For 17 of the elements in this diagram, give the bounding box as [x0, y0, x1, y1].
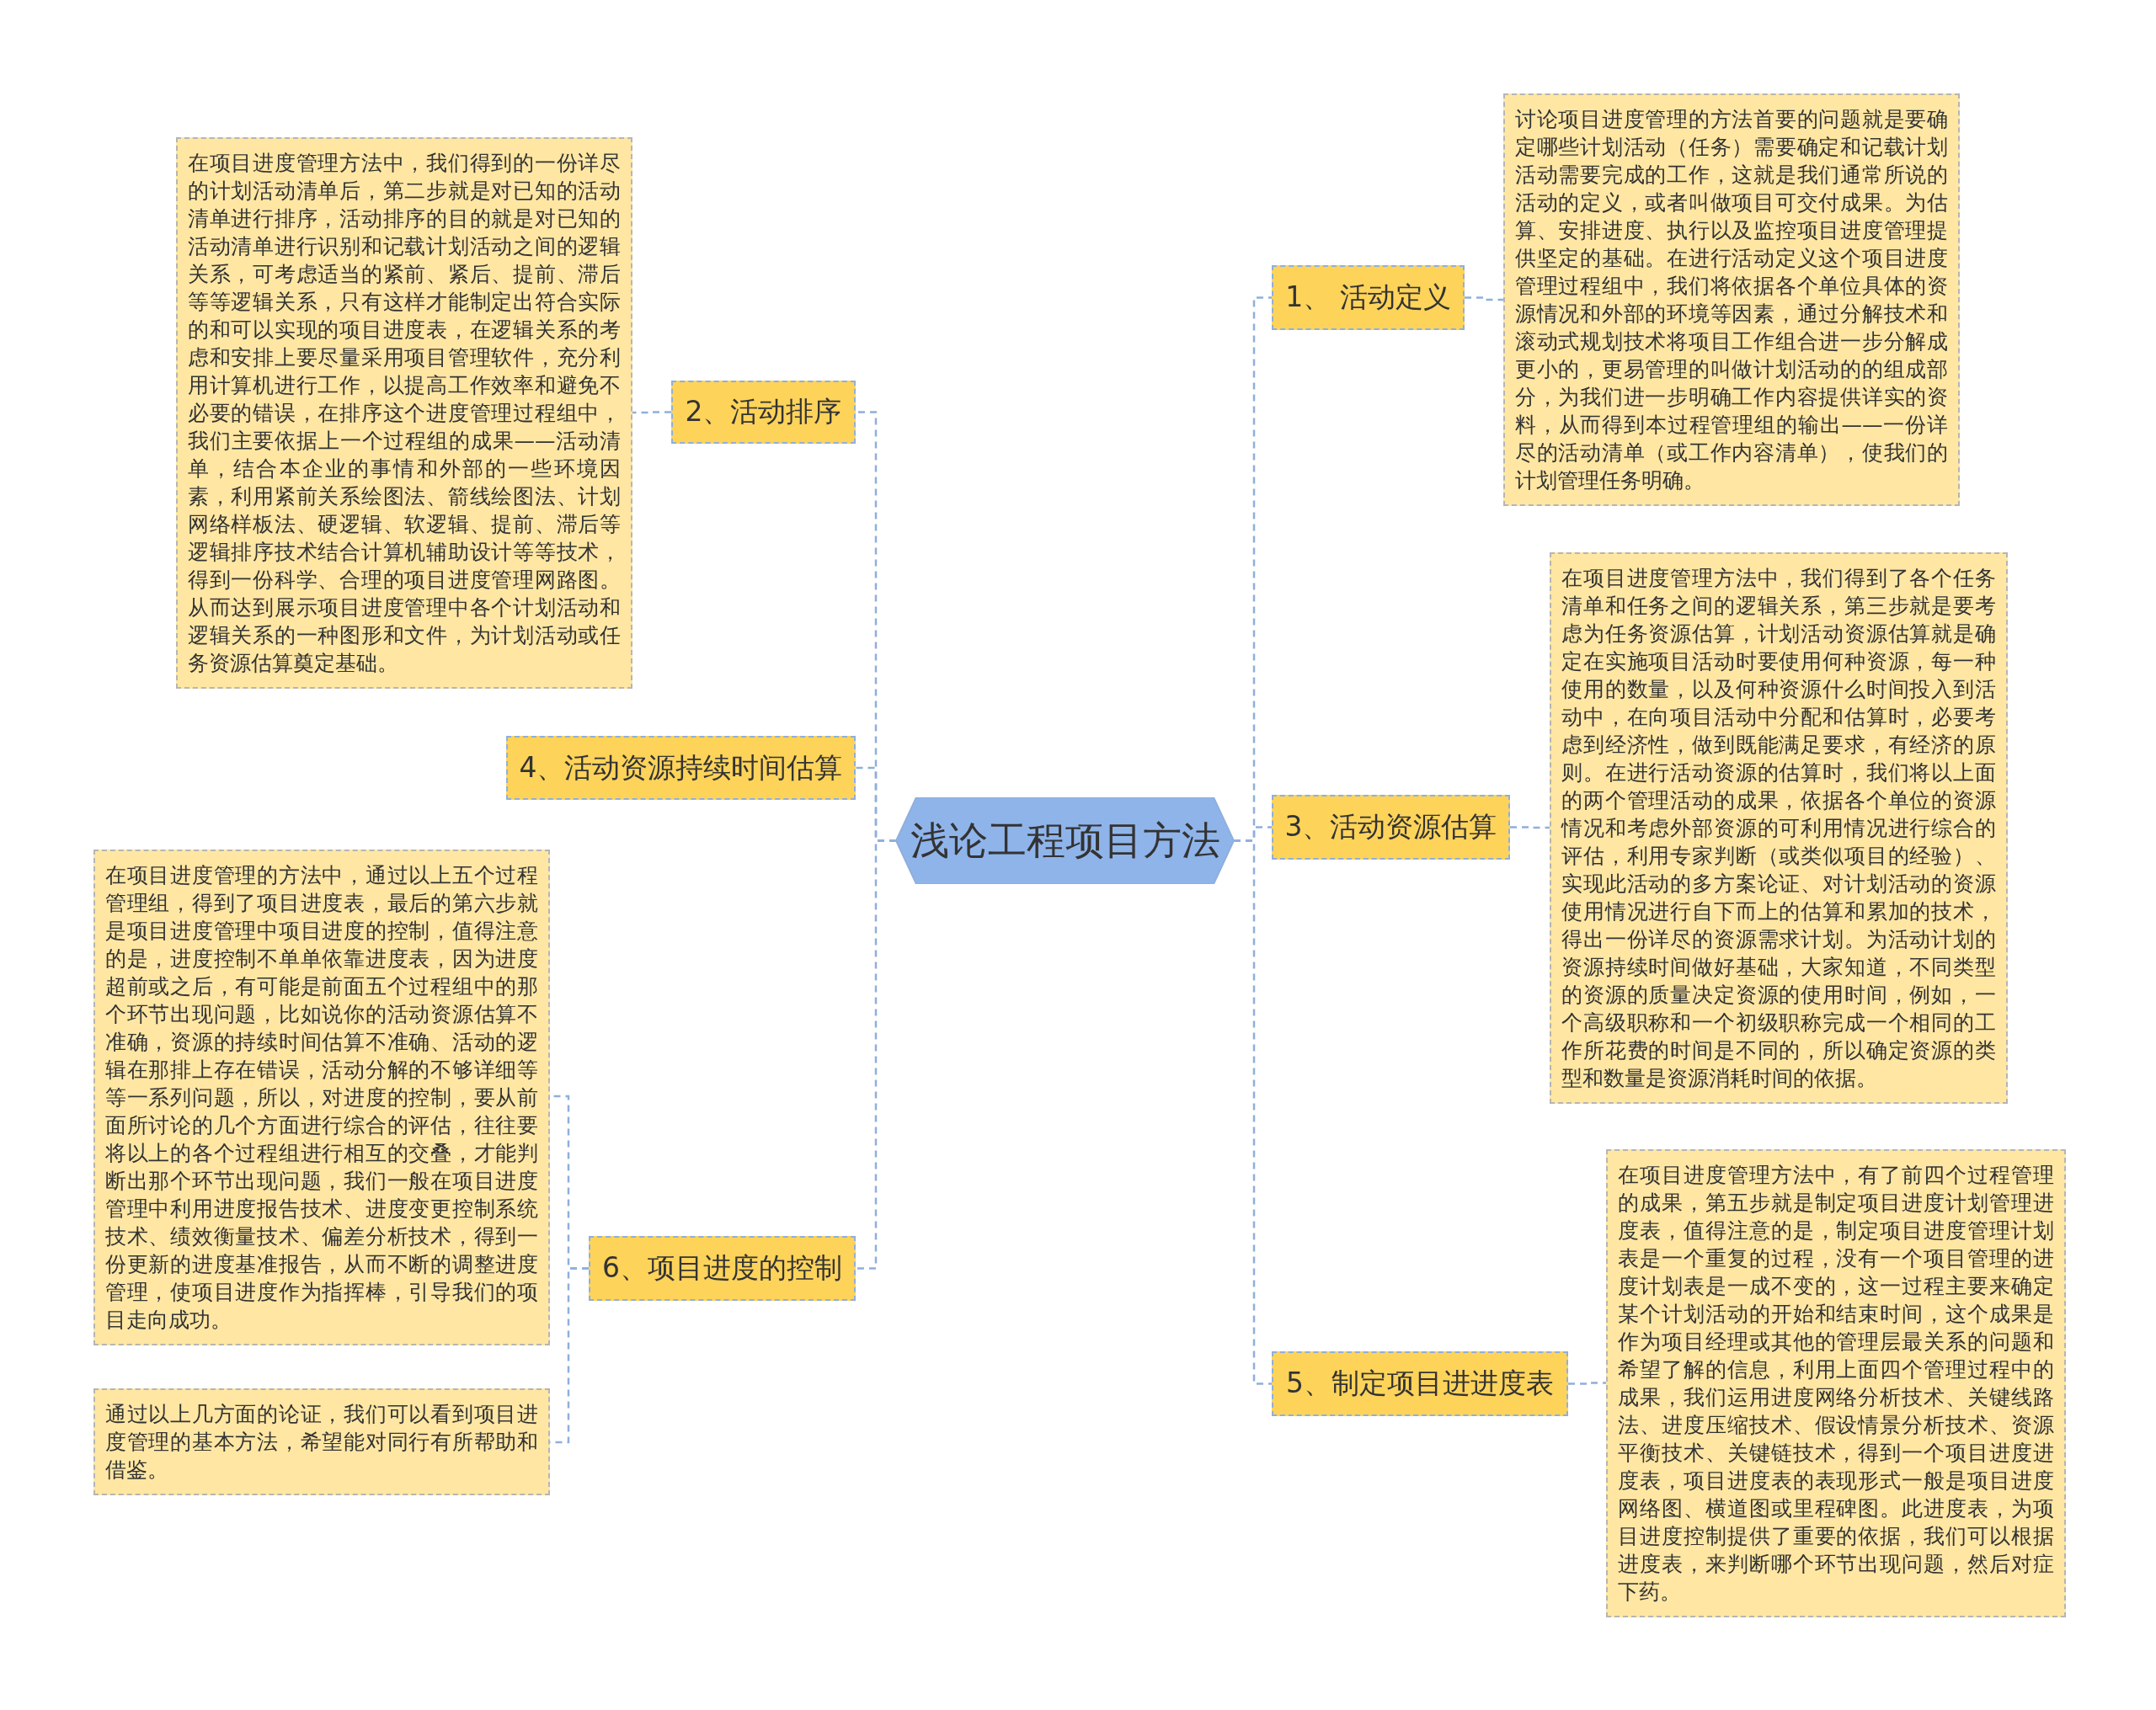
- note-card: 在项目进度管理的方法中，通过以上五个过程管理组，得到了项目进度表，最后的第六步就是项目进度管理中项目进度的控制，值得注意的是，进度控制不单单依靠进度表，因为进度超前或之后，有可能是前面五个过程组中的那个环节出现问题，比如说你的活动资源估算不准确，资源的持续时间估算不准确、活动的逻辑在那排上存在错误，活动分解的不够详细等等一系列问题，所以，对进度的控制，要从前面所讨论的几个方面进行综合的评估，往往要将以上的各个过程组进行相互的交叠，才能判断出那个环节出现问题，我们一般在项目进度管理中利用进度报告技术、进度变更控制系统技术、绩效衡量技术、偏差分析技术，得到一份更新的进度基准报告，从而不断的调整进度管理，使项目进度作为指挥棒，引导我们的项目走向成功。: [93, 850, 550, 1345]
- topic-box: 6、项目进度的控制: [589, 1236, 856, 1301]
- topic-box: 1、 活动定义: [1272, 265, 1465, 330]
- note-card: 在项目进度管理方法中，有了前四个过程管理的成果，第五步就是制定项目进度计划管理进度表，值得注意的是，制定项目进度管理计划表是一个重复的过程，没有一个项目管理的进度计划表是一成不变的，这一过程主要来确定某个计划活动的开始和结束时间，这个成果是作为项目经理或其他的管理层最关系的问题和希望了解的信息，利用上面四个管理过程中的成果，我们运用进度网络分析技术、关键线路法、进度压缩技术、假设情景分析技术、资源平衡技术、关键链技术，得到一个项目进度进度表，项目进度表的表现形式一般是项目进度网络图、横道图或里程碑图。此进度表，为项目进度控制提供了重要的依据，我们可以根据进度表，来判断哪个环节出现问题，然后对症下药。: [1606, 1149, 2066, 1617]
- topic-box: 2、活动排序: [671, 381, 856, 444]
- connector-line: [632, 411, 671, 414]
- note-card: 在项目进度管理方法中，我们得到了各个任务清单和任务之间的逻辑关系，第三步就是要考虑为任务资源估算，计划活动资源估算就是确定在实施项目活动时要使用何种资源，每一种使用的数量，以及何种资源什么时间投入到活动中，在向项目活动中分配和估算时，必要考虑到经济性，做到既能满足要求，有经济的原则。在进行活动资源的估算时，我们将以上面的两个管理活动的成果，依据各个单位的资源情况和考虑外部资源的可利用情况进行综合的评估，利用专家判断（或类似项目的经验）、实现此活动的多方案论证、对计划活动的资源使用情况进行自下而上的估算和累加的技术，得出一份详尽的资源需求计划。为活动计划的资源持续时间做好基础，大家知道，不同类型的资源的质量决定资源的使用时间，例如，一个高级职称和一个初级职称完成一个相同的工作所花费的时间是不同的，所以确定资源的类型和数量是资源消耗时间的依据。: [1550, 552, 2008, 1104]
- note-card: 在项目进度管理方法中，我们得到的一份详尽的计划活动清单后，第二步就是对已知的活动清单进行排序，活动排序的目的就是对已知的活动清单进行识别和记载计划活动之间的逻辑关系，可考虑适当的紧前、紧后、提前、滞后等等逻辑关系，只有这样才能制定出符合实际的和可以实现的项目进度表，在逻辑关系的考虑和安排上要尽量采用项目管理软件，充分利用计算机进行工作，以提高工作效率和避免不必要的错误，在排序这个进度管理过程组中，我们主要依据上一个过程组的成果——活动清单，结合本企业的事情和外部的一些环境因素，利用紧前关系绘图法、箭线绘图法、计划网络样板法、硬逻辑、软逻辑、提前、滞后等逻辑排序技术结合计算机辅助设计等等技术，得到一份科学、合理的项目进度管理网路图。从而达到展示项目进度管理中各个计划活动和逻辑关系的一种图形和文件，为计划活动或任务资源估算奠定基础。: [176, 137, 632, 689]
- note-card: 讨论项目进度管理的方法首要的问题就是要确定哪些计划活动（任务）需要确定和记载计划活动需要完成的工作，这就是我们通常所说的活动的定义，或者叫做项目可交付成果。为估算、安排进度、执行以及监控项目进度管理提供坚定的基础。在进行活动定义这个项目进度管理过程组中，我们将依据各个单位具体的资源情况和外部的环境等因素，通过分解技术和滚动式规划技术将项目工作组合进一步分解成更小的，更易管理的叫做计划活动的的组成部分，为我们进一步明确工作内容提供详实的资料，从而得到本过程管理组的输出——一份详尽的活动清单（或工作内容清单），使我们的计划管理任务明确。: [1503, 93, 1960, 506]
- connector-line: [1510, 826, 1550, 829]
- topic-box: 3、活动资源估算: [1272, 795, 1510, 860]
- connector-line: [1568, 1382, 1606, 1385]
- topic-box: 5、制定项目进进度表: [1272, 1351, 1568, 1416]
- connector-line: [1465, 296, 1503, 301]
- central-topic-hexagon: 浅论工程项目方法: [896, 797, 1234, 884]
- note-card: 通过以上几方面的论证，我们可以看到项目进度管理的基本方法，希望能对同行有所帮助和借鉴。: [93, 1388, 550, 1495]
- topic-box: 4、活动资源持续时间估算: [506, 736, 856, 800]
